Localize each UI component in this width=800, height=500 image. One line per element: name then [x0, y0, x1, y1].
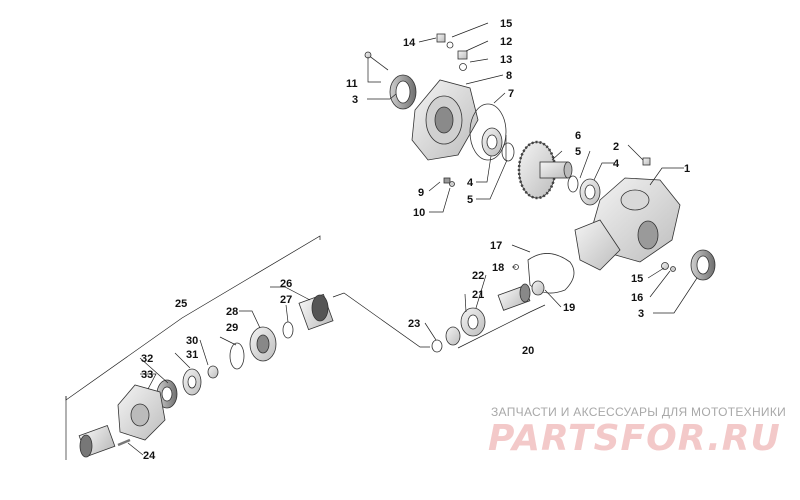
- spacer-30: [207, 365, 219, 379]
- bearing-4-right: [579, 178, 601, 206]
- bolt-24: [117, 438, 131, 447]
- callout-labels: 1 2 3 3 4 4 5 5 6 7 8 9 10 11 12 13 14 1…: [141, 18, 690, 462]
- callout-3-upper: 3: [352, 94, 358, 106]
- callout-18: 18: [492, 262, 504, 274]
- callout-33: 33: [141, 369, 153, 381]
- callout-16: 16: [631, 292, 643, 304]
- shim-5-left: [501, 142, 515, 162]
- pinion-gear-21: [497, 283, 531, 311]
- callout-17: 17: [490, 240, 502, 252]
- filler-plug-14: [436, 33, 446, 43]
- callout-2: 2: [613, 141, 619, 153]
- callout-15-right: 15: [631, 273, 643, 285]
- callout-13: 13: [500, 54, 512, 66]
- input-housing-25: [117, 384, 166, 441]
- callout-9: 9: [418, 187, 424, 199]
- callout-14: 14: [403, 37, 416, 49]
- callout-25: 25: [175, 298, 187, 310]
- coupler-26: [298, 293, 334, 331]
- callout-28: 28: [226, 306, 238, 318]
- ring-gear-6: [517, 140, 573, 200]
- callout-19: 19: [563, 302, 575, 314]
- snap-ring-29: [229, 342, 245, 370]
- callout-32: 32: [141, 353, 153, 365]
- shim-5-right: [567, 175, 579, 193]
- seal-3-upper: [389, 74, 417, 110]
- snap-ring-23: [431, 339, 443, 353]
- callout-4-left: 4: [467, 177, 474, 189]
- callout-30: 30: [186, 335, 198, 347]
- callout-4-right: 4: [613, 158, 620, 170]
- callout-3-lower: 3: [638, 308, 644, 320]
- callout-27: 27: [280, 294, 292, 306]
- o-ring-13: [459, 63, 467, 71]
- callout-31: 31: [186, 349, 198, 361]
- callout-29: 29: [226, 322, 238, 334]
- callout-21: 21: [472, 289, 484, 301]
- callout-8: 8: [506, 70, 512, 82]
- watermark-tagline: ЗАПЧАСТИ И АКСЕССУАРЫ ДЛЯ МОТОТЕХНИКИ: [491, 405, 787, 419]
- callout-11: 11: [346, 78, 358, 90]
- washer-10: [449, 181, 455, 187]
- callout-12: 12: [500, 36, 512, 48]
- callout-20: 20: [522, 345, 534, 357]
- leader-lines: [127, 22, 698, 456]
- drain-plug-15-right: [661, 262, 676, 272]
- ring-27: [282, 321, 294, 339]
- vent-fitting-2: [642, 157, 651, 166]
- callout-5-right: 5: [575, 146, 581, 158]
- housing-cover-8: [411, 79, 479, 161]
- plug-12: [457, 50, 468, 60]
- callout-5-left: 5: [467, 194, 473, 206]
- input-shaft-coupler: [78, 425, 116, 458]
- gear-case-housing-1: [574, 177, 681, 271]
- bolt-11: [364, 51, 389, 71]
- gasket-7: [469, 103, 507, 161]
- bearing-31: [182, 368, 202, 396]
- bearing-28: [249, 326, 277, 362]
- seal-3-lower: [690, 249, 716, 281]
- callout-7: 7: [508, 88, 514, 100]
- bearing-race: [445, 326, 461, 346]
- bearing-4-left: [481, 127, 503, 157]
- group-bracket-20: [457, 304, 546, 349]
- callout-1: 1: [684, 163, 690, 175]
- bearing-22: [460, 307, 486, 337]
- connector-line: [332, 292, 430, 348]
- callout-22: 22: [472, 270, 484, 282]
- callout-15-top: 15: [500, 18, 512, 30]
- callout-23: 23: [408, 318, 420, 330]
- callout-24: 24: [143, 450, 156, 462]
- pinion-bearing-19: [531, 280, 545, 296]
- callout-26: 26: [280, 278, 292, 290]
- o-ring-15-top: [446, 41, 454, 49]
- callout-6: 6: [575, 130, 581, 142]
- watermark-logo: PARTSFOR.RU: [488, 418, 781, 459]
- bolt-9: [443, 177, 451, 184]
- callout-10: 10: [413, 207, 425, 219]
